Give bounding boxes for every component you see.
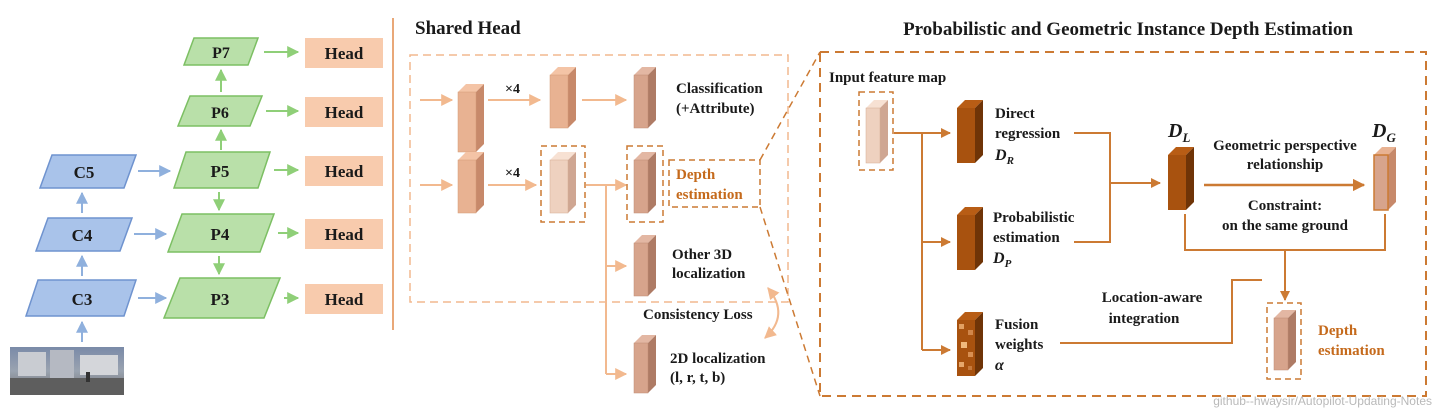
depth-module-title: Probabilistic and Geometric Instance Dep… (903, 19, 1353, 40)
prob-label-2: estimation (993, 230, 1060, 246)
input-feature-map (865, 100, 888, 164)
arrow-fusion-to-integration (1060, 279, 1262, 344)
fusion-weights-map (957, 312, 983, 376)
p7-block: P7 (182, 37, 260, 66)
p6-block: P6 (176, 95, 264, 127)
classification-label-2: (+Attribute) (676, 101, 755, 117)
loc-aware-label-1: Location-aware (1102, 290, 1203, 306)
reg-feature-dashed-box (540, 145, 586, 223)
connector-bottom (759, 206, 821, 397)
p3-block: P3 (162, 277, 282, 319)
svg-text:Head: Head (325, 225, 364, 244)
c4-label: C4 (72, 226, 93, 245)
c5-label: C5 (74, 163, 95, 182)
classification-label-1: Classification (676, 81, 763, 97)
final-depth-label-2: estimation (1318, 343, 1385, 359)
direct-regression-map (957, 100, 983, 163)
c3-block: C3 (24, 279, 138, 317)
feature-map-cls-2 (549, 67, 576, 129)
connector-top (759, 51, 821, 161)
shared-head-dashed-box (409, 54, 789, 303)
depth-estimation-dashed-box (668, 159, 761, 208)
p5-block: P5 (172, 151, 272, 189)
depth-estimation-label-1: Depth (676, 167, 716, 183)
final-depth-dashed-box (1266, 302, 1302, 380)
feature-map-reg-2 (549, 152, 576, 214)
input-image (10, 347, 124, 395)
p7-label: P7 (212, 45, 230, 62)
dl-map (1168, 147, 1194, 210)
fusion-label-2: weights (995, 337, 1043, 353)
constraint-label-2: on the same ground (1222, 218, 1349, 234)
p6-label: P6 (211, 105, 229, 122)
svg-text:Head: Head (325, 44, 364, 63)
other3d-label-2: localization (672, 266, 746, 282)
svg-text:Head: Head (325, 162, 364, 181)
feature-map-other3d (633, 235, 656, 297)
head-box-p4: Head (305, 219, 383, 249)
direct-label-1: Direct (995, 106, 1035, 122)
c4-block: C4 (34, 217, 134, 252)
depth-module-dashed-box (819, 51, 1427, 397)
svg-text:Head: Head (325, 103, 364, 122)
fusion-label-1: Fusion (995, 317, 1039, 333)
depth-estimation-label-2: estimation (676, 187, 743, 203)
final-depth-label-1: Depth (1318, 323, 1358, 339)
head-box-p3: Head (305, 284, 383, 314)
prob-symbol: DP (992, 250, 1012, 270)
constraint-label-1: Constraint: (1248, 198, 1322, 214)
final-depth-map (1273, 310, 1296, 371)
shared-head-title: Shared Head (415, 18, 521, 39)
prob-label-1: Probabilistic (993, 210, 1075, 226)
fusion-symbol: α (995, 357, 1005, 374)
feature-map-cls-out (633, 67, 656, 129)
times4-cls: ×4 (505, 82, 520, 97)
dg-map (1373, 147, 1396, 211)
feature-map-depth (633, 152, 656, 214)
geo-label-2: relationship (1247, 157, 1323, 173)
dl-symbol: DL (1167, 120, 1190, 145)
direct-symbol: DR (994, 147, 1014, 167)
feature-map-2dloc (633, 335, 656, 394)
branch-tree (894, 132, 923, 350)
input-feature-map-label: Input feature map (829, 70, 946, 86)
c5-block: C5 (38, 154, 138, 189)
feature-map-cls-1 (457, 84, 484, 153)
consistency-loss-label: Consistency Loss (643, 307, 753, 323)
head-box-p6: Head (305, 97, 383, 127)
input-feature-dashed-box (858, 91, 894, 171)
line-direct-to-merge (1074, 132, 1111, 183)
p3-label: P3 (211, 290, 230, 309)
p5-label: P5 (211, 162, 230, 181)
head-box-p7: Head (305, 38, 383, 68)
p4-block: P4 (166, 213, 276, 253)
p4-label: P4 (211, 225, 230, 244)
depth-map-dashed-box (626, 145, 664, 223)
loc2d-label-2: (l, r, t, b) (670, 370, 725, 386)
times4-reg: ×4 (505, 166, 520, 181)
dg-symbol: DG (1371, 120, 1396, 145)
watermark: github--hwaysir/Autopilot-Updating-Notes (1213, 394, 1432, 408)
probabilistic-map (957, 207, 983, 270)
feature-map-reg-1 (457, 152, 484, 214)
head-box-p5: Head (305, 156, 383, 186)
line-prob-to-merge (1074, 183, 1111, 243)
svg-text:Head: Head (325, 290, 364, 309)
c3-label: C3 (72, 290, 93, 309)
loc2d-label-1: 2D localization (670, 351, 766, 367)
direct-label-2: regression (995, 126, 1061, 142)
other3d-label-1: Other 3D (672, 247, 732, 263)
loc-aware-label-2: integration (1109, 311, 1180, 327)
consistency-arrow (764, 287, 780, 339)
geo-label-1: Geometric perspective (1213, 138, 1357, 154)
